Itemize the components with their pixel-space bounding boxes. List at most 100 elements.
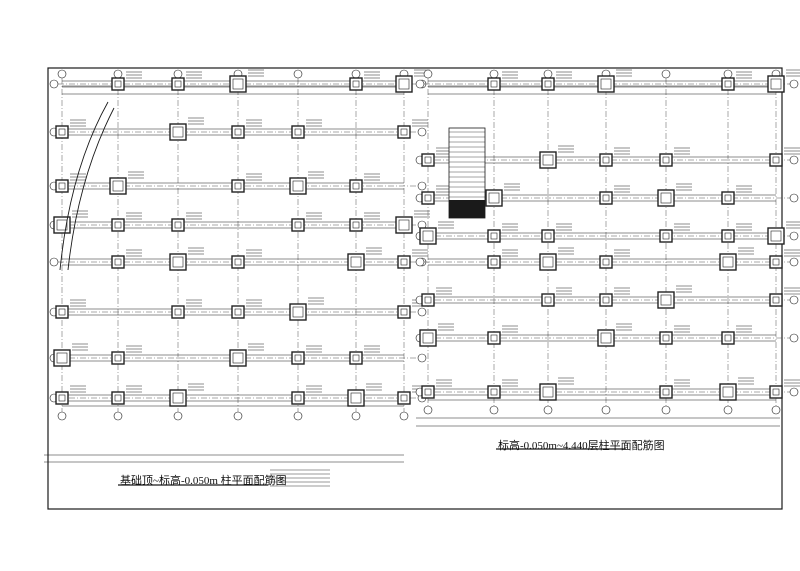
left-axis-bubble [49, 79, 59, 89]
left-axis-bubble [173, 411, 183, 421]
left-axis-bubble [49, 257, 59, 267]
left-column-rebar [352, 221, 360, 229]
right-axis-bubble [415, 257, 425, 267]
left-column [231, 305, 245, 319]
left-column [349, 179, 363, 193]
left-column [397, 255, 411, 269]
right-column [769, 293, 783, 307]
right-column-rebar [724, 334, 732, 342]
left-column-rebar [398, 219, 410, 231]
left-column [169, 123, 187, 141]
left-axis-bubble [113, 411, 123, 421]
right-column [599, 293, 613, 307]
left-column-rebar [294, 128, 302, 136]
right-column-rebar [662, 232, 670, 240]
left-column [395, 216, 413, 234]
left-column [55, 125, 69, 139]
right-column [487, 77, 501, 91]
right-axis-bubble [789, 193, 799, 203]
left-column [395, 75, 413, 93]
right-column [769, 153, 783, 167]
right-column-rebar [424, 156, 432, 164]
left-axis-bubble [351, 411, 361, 421]
left-column-rebar [114, 221, 122, 229]
right-column-rebar [602, 296, 610, 304]
left-column-rebar [234, 182, 242, 190]
left-column [229, 349, 247, 367]
right-axis-bubble [543, 405, 553, 415]
right-column-rebar [424, 388, 432, 396]
left-column [291, 218, 305, 232]
left-column-rebar [352, 354, 360, 362]
left-column-rebar [352, 80, 360, 88]
right-axis-bubble [789, 231, 799, 241]
right-column-rebar [488, 192, 500, 204]
left-column-rebar [400, 128, 408, 136]
left-column-rebar [232, 78, 244, 90]
right-column-rebar [772, 156, 780, 164]
left-column-rebar [292, 180, 304, 192]
left-axis-bubble [293, 411, 303, 421]
right-column-rebar [772, 296, 780, 304]
left-column-rebar [114, 394, 122, 402]
right-column-rebar [662, 334, 670, 342]
right-column-rebar [424, 296, 432, 304]
right-column [599, 153, 613, 167]
right-column [659, 331, 673, 345]
left-column-rebar [58, 182, 66, 190]
right-column [657, 189, 675, 207]
left-axis-bubble [233, 411, 243, 421]
left-column-rebar [112, 180, 124, 192]
left-axis-bubble [293, 69, 303, 79]
right-axis-bubble [415, 79, 425, 89]
right-plan-title: 标高-0.050m~4.440层柱平面配筋图 [498, 440, 665, 452]
right-column [487, 255, 501, 269]
right-column [767, 75, 785, 93]
right-column [541, 229, 555, 243]
left-column [291, 391, 305, 405]
right-column-rebar [660, 192, 672, 204]
left-column-rebar [294, 394, 302, 402]
right-column-rebar [544, 80, 552, 88]
left-column-rebar [114, 354, 122, 362]
left-column-rebar [172, 126, 184, 138]
left-column [397, 305, 411, 319]
right-column [721, 191, 735, 205]
right-column [539, 151, 557, 169]
left-axis-bubble [417, 307, 427, 317]
left-column [111, 218, 125, 232]
left-column [171, 218, 185, 232]
left-axis-bubble [399, 411, 409, 421]
left-column [111, 77, 125, 91]
left-column [171, 305, 185, 319]
left-column [397, 125, 411, 139]
left-axis-bubble [417, 127, 427, 137]
left-axis-bubble [351, 69, 361, 79]
right-column [599, 191, 613, 205]
left-column-rebar [114, 80, 122, 88]
left-column-rebar [400, 308, 408, 316]
left-axis-bubble [417, 181, 427, 191]
right-column [719, 383, 737, 401]
left-curved-wall [59, 101, 109, 271]
right-column-rebar [602, 194, 610, 202]
left-column [111, 255, 125, 269]
right-column-rebar [600, 332, 612, 344]
right-axis-bubble [789, 333, 799, 343]
left-column [397, 391, 411, 405]
left-column [53, 349, 71, 367]
right-column [769, 385, 783, 399]
right-axis-bubble [789, 257, 799, 267]
left-axis-bubble [417, 353, 427, 363]
left-column-rebar [172, 392, 184, 404]
right-column [421, 191, 435, 205]
left-column [53, 216, 71, 234]
right-column-rebar [660, 294, 672, 306]
left-column [109, 177, 127, 195]
left-column-rebar [234, 258, 242, 266]
right-column [419, 227, 437, 245]
rebar-table-fill [449, 200, 485, 218]
right-column [599, 255, 613, 269]
left-column-rebar [350, 392, 362, 404]
